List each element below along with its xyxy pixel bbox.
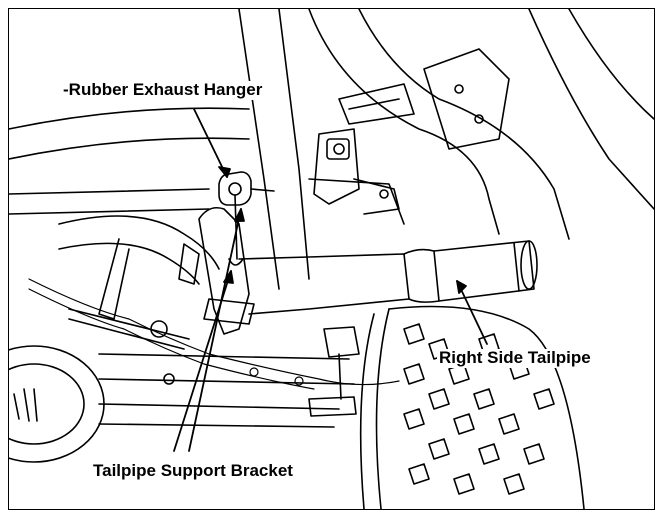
frame-rail xyxy=(9,9,405,290)
differential xyxy=(9,238,355,463)
hanger-leader xyxy=(193,108,228,178)
tailpipe-arrowhead xyxy=(456,280,467,294)
hanger-arrowhead xyxy=(218,166,231,178)
tailpipe-support-bracket-label: Tailpipe Support Bracket xyxy=(91,461,295,481)
exhaust-diagram xyxy=(9,9,654,509)
tailpipe-leader xyxy=(456,280,488,345)
bracket-arrowhead-2 xyxy=(234,208,245,222)
right-side-tailpipe-label: Right Side Tailpipe xyxy=(437,348,593,368)
exhaust-pipe xyxy=(58,206,538,335)
tire xyxy=(359,305,585,509)
rubber-exhaust-hanger-label: -Rubber Exhaust Hanger xyxy=(61,80,265,100)
leader-lines xyxy=(173,108,488,452)
body-panel xyxy=(308,9,654,240)
diagram-frame: -Rubber Exhaust Hanger Right Side Tailpi… xyxy=(8,8,655,510)
bracket-leader-2 xyxy=(188,208,242,452)
shock-absorber xyxy=(308,326,360,417)
mount-bracket xyxy=(313,128,400,215)
